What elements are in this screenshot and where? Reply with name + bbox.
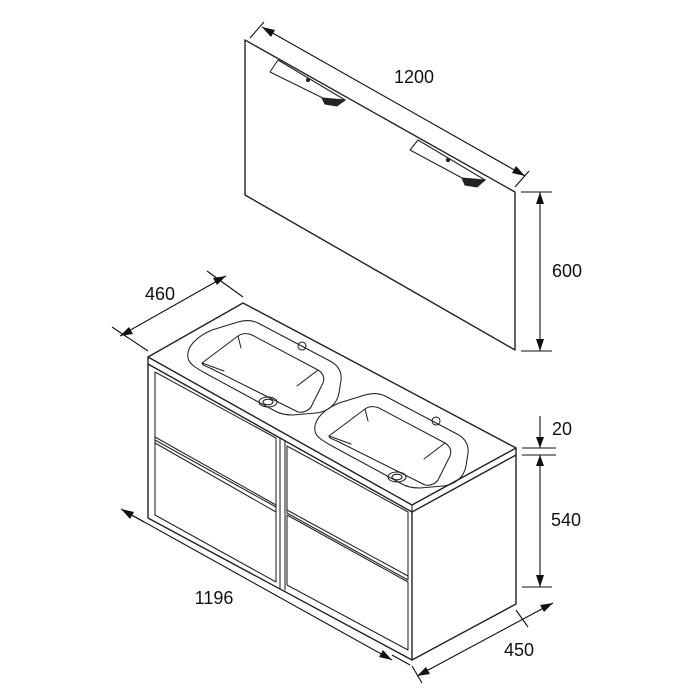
mirror-light-left bbox=[269, 59, 347, 107]
label-countertop-thickness: 20 bbox=[552, 419, 572, 439]
drawer-top-right bbox=[286, 445, 409, 581]
dimension-vanity-depth: 460 bbox=[111, 270, 244, 352]
basin-right bbox=[314, 393, 469, 489]
label-vanity-depth: 460 bbox=[145, 284, 175, 304]
dimension-countertop-thickness: 20 bbox=[522, 416, 572, 468]
label-cabinet-height: 540 bbox=[551, 510, 581, 530]
dimension-mirror-width: 1200 bbox=[249, 21, 530, 188]
mirror-panel bbox=[244, 39, 516, 351]
mirror bbox=[244, 39, 516, 351]
vanity-unit bbox=[147, 302, 517, 661]
label-mirror-width: 1200 bbox=[394, 67, 434, 87]
dimension-cabinet-depth: 450 bbox=[411, 602, 554, 684]
countertop-front-edge bbox=[147, 356, 517, 513]
label-vanity-width: 1196 bbox=[195, 588, 234, 608]
mirror-light-right bbox=[409, 139, 487, 188]
dimension-cabinet-height: 540 bbox=[522, 455, 581, 588]
drawer-bottom-right bbox=[286, 514, 409, 651]
cabinet-front bbox=[147, 363, 413, 661]
countertop-top bbox=[147, 302, 517, 506]
drawer-top-left bbox=[154, 371, 277, 513]
dimension-vanity-width: 1196 bbox=[120, 508, 411, 666]
dimension-mirror-height: 600 bbox=[521, 191, 582, 352]
basin-left bbox=[187, 320, 342, 416]
label-mirror-height: 600 bbox=[552, 261, 582, 281]
drawer-bottom-left bbox=[154, 439, 277, 583]
cabinet-side bbox=[411, 454, 517, 661]
label-cabinet-depth: 450 bbox=[504, 640, 534, 660]
